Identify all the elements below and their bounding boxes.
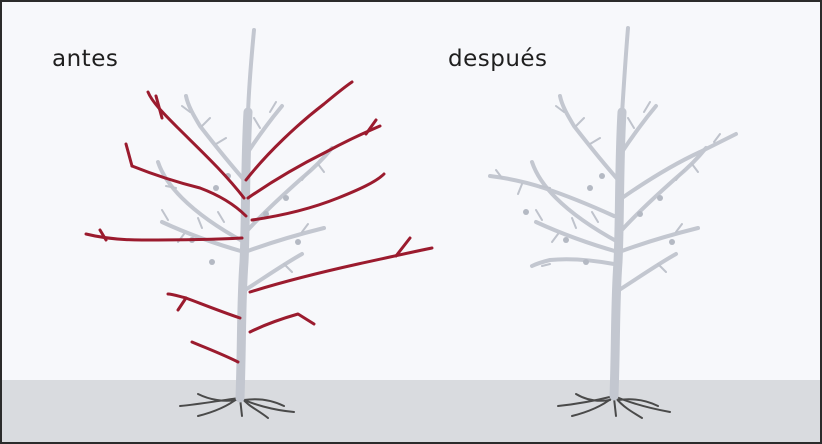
label-after: después bbox=[448, 46, 548, 72]
kept-branches-after bbox=[488, 94, 738, 294]
trunk-before bbox=[235, 107, 253, 403]
trunk-after bbox=[609, 107, 627, 401]
label-before: antes bbox=[52, 46, 119, 72]
pruned-branches bbox=[84, 80, 434, 364]
tree-before bbox=[84, 28, 434, 419]
tree-after bbox=[488, 26, 738, 419]
ground bbox=[2, 380, 820, 442]
